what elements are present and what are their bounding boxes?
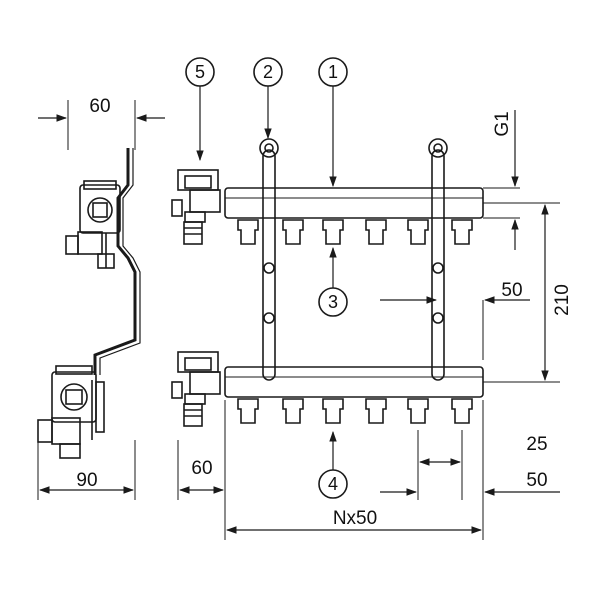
callout-1: 1 — [328, 62, 338, 82]
callout-4: 4 — [328, 474, 338, 494]
bottom-outlets — [237, 398, 473, 424]
front-view — [171, 138, 484, 427]
dim-length: Nx50 — [333, 508, 377, 529]
dim-outlet-50: 50 — [526, 470, 547, 491]
dim-offset: 60 — [191, 458, 212, 479]
dim-outlet-25: 25 — [526, 434, 547, 455]
dim-height: 210 — [552, 284, 573, 316]
dim-side-depth: 90 — [76, 470, 97, 491]
dim-side-width: 60 — [89, 96, 110, 117]
callout-2: 2 — [263, 62, 273, 82]
dim-spacing-50: 50 — [501, 280, 522, 301]
callout-5: 5 — [195, 62, 205, 82]
top-outlets — [237, 219, 473, 245]
callout-3: 3 — [328, 292, 338, 312]
dim-thread: G1 — [492, 111, 513, 136]
side-view — [37, 148, 141, 459]
